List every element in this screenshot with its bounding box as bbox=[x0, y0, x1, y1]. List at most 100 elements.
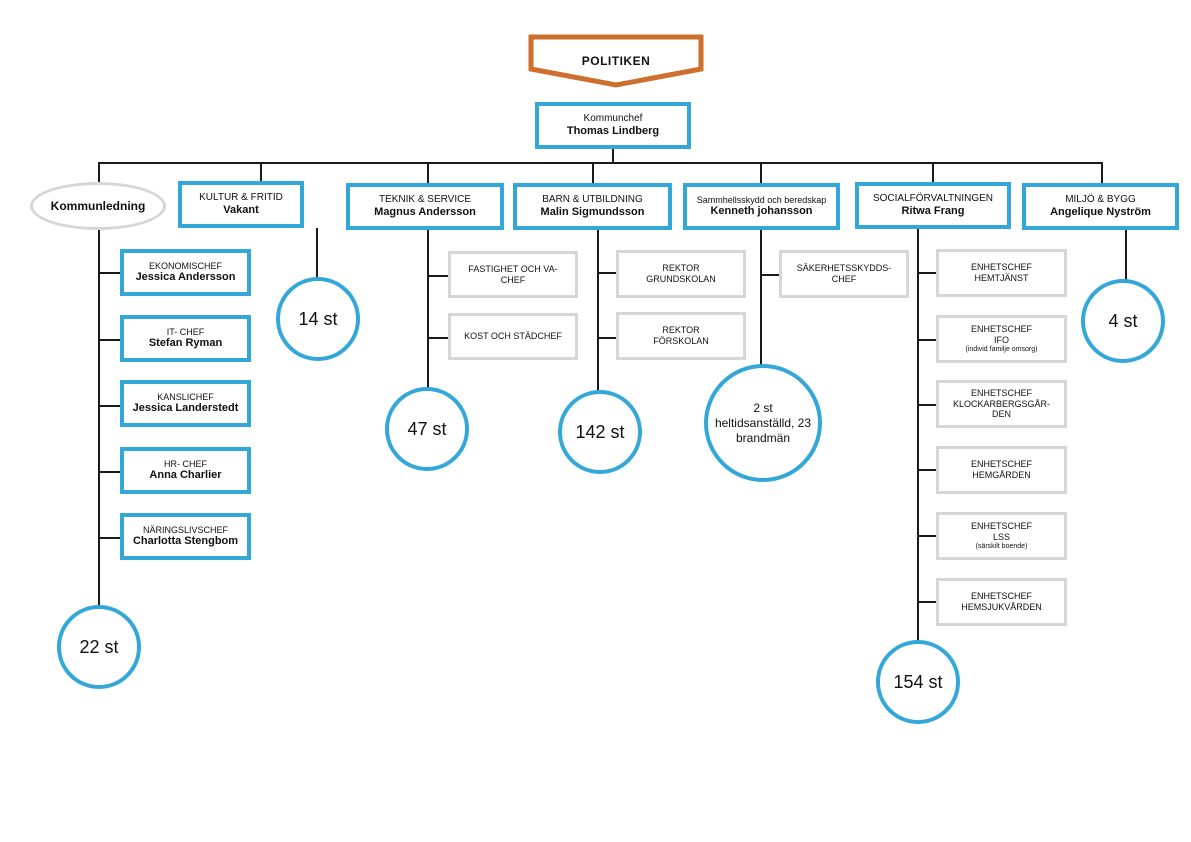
child-title: SÄKERHETSSKYDDS-CHEF bbox=[796, 263, 892, 284]
child-title: FASTIGHET OCH VA-CHEF bbox=[468, 263, 558, 285]
kultur-count-circle: 14 st bbox=[276, 277, 360, 361]
it-chef-box: IT- CHEF Stefan Ryman bbox=[120, 315, 251, 362]
connector bbox=[427, 229, 429, 388]
child-name: Charlotta Stengbom bbox=[132, 535, 239, 548]
child-subtitle: HEMGÅRDEN bbox=[972, 470, 1031, 480]
fastighet-va-chef-box: FASTIGHET OCH VA-CHEF bbox=[448, 251, 578, 298]
politiken-banner bbox=[528, 34, 704, 88]
child-title: ENHETSCHEF bbox=[970, 459, 1032, 470]
connector bbox=[760, 229, 762, 365]
barn-title: BARN & UTBILDNING bbox=[542, 193, 643, 205]
connector bbox=[917, 469, 936, 471]
kommunledning-oval: Kommunledning bbox=[30, 182, 166, 230]
connector bbox=[98, 405, 120, 407]
connector bbox=[1125, 229, 1127, 280]
kultur-box: KULTUR & FRITID Vakant bbox=[178, 181, 304, 228]
connector bbox=[917, 404, 936, 406]
count-label: 22 st bbox=[79, 636, 119, 657]
connector bbox=[98, 339, 120, 341]
connector bbox=[98, 162, 1103, 164]
miljo-count-circle: 4 st bbox=[1081, 279, 1165, 363]
social-title: SOCIALFÖRVALTNINGEN bbox=[872, 192, 994, 204]
connector bbox=[597, 229, 599, 391]
kommunledning-count-circle: 22 st bbox=[57, 605, 141, 689]
kommunchef-name: Thomas Lindberg bbox=[566, 124, 660, 137]
rektor-forskolan-box: REKTOR FÖRSKOLAN bbox=[616, 312, 746, 360]
connector bbox=[98, 272, 120, 274]
rektor-grundskolan-box: REKTOR GRUNDSKOLAN bbox=[616, 250, 746, 298]
samhalle-box: Sammhellsskydd och beredskap Kenneth joh… bbox=[683, 183, 840, 230]
child-title: ENHETSCHEF bbox=[970, 591, 1032, 602]
child-title: HR- CHEF bbox=[164, 458, 207, 469]
connector bbox=[597, 272, 616, 274]
kanslichef-box: KANSLICHEF Jessica Landerstedt bbox=[120, 380, 251, 427]
child-subtitle: LSS bbox=[992, 531, 1010, 542]
connector bbox=[917, 601, 936, 603]
child-subtitle: IFO bbox=[994, 334, 1009, 345]
enhetschef-ifo-box: ENHETSCHEF IFO (individ familje omsorg) bbox=[936, 315, 1067, 363]
enhetschef-hemtjanst-box: ENHETSCHEF HEMTJÄNST bbox=[936, 249, 1067, 297]
child-title: IT- CHEF bbox=[166, 326, 205, 337]
connector bbox=[260, 162, 262, 182]
connector bbox=[917, 272, 936, 274]
connector bbox=[98, 471, 120, 473]
child-title: NÄRINGSLIVSCHEF bbox=[142, 524, 229, 535]
child-title: REKTOR bbox=[662, 263, 700, 274]
connector bbox=[760, 162, 762, 183]
connector bbox=[612, 148, 614, 163]
child-subtitle: HEMSJUKVÅRDEN bbox=[961, 602, 1042, 612]
miljo-box: MILJÖ & BYGG Angelique Nyström bbox=[1022, 183, 1179, 230]
barn-name: Malin Sigmundsson bbox=[540, 205, 645, 218]
connector bbox=[427, 275, 448, 277]
enhetschef-hemsjukvarden-box: ENHETSCHEF HEMSJUKVÅRDEN bbox=[936, 578, 1067, 626]
child-name: Stefan Ryman bbox=[148, 337, 223, 350]
connector bbox=[917, 229, 919, 641]
kultur-title: KULTUR & FRITID bbox=[199, 191, 283, 203]
count-label: 14 st bbox=[298, 308, 338, 329]
naringslivschef-box: NÄRINGSLIVSCHEF Charlotta Stengbom bbox=[120, 513, 251, 560]
ekonomischef-box: EKONOMISCHEF Jessica Andersson bbox=[120, 249, 251, 296]
count-label: 154 st bbox=[893, 671, 943, 692]
barn-box: BARN & UTBILDNING Malin Sigmundsson bbox=[513, 183, 672, 230]
politiken-label: POLITIKEN bbox=[581, 54, 651, 68]
samhalle-title: Sammhellsskydd och beredskap bbox=[696, 194, 827, 205]
connector bbox=[760, 274, 779, 276]
child-title: REKTOR bbox=[662, 325, 700, 336]
child-title: EKONOMISCHEF bbox=[148, 260, 222, 271]
child-subtitle: HEMTJÄNST bbox=[974, 273, 1029, 283]
count-label: 4 st bbox=[1108, 310, 1138, 331]
child-title: ENHETSCHEF bbox=[970, 262, 1032, 273]
barn-count-circle: 142 st bbox=[558, 390, 642, 474]
connector bbox=[316, 228, 318, 278]
kost-stadchef-box: KOST OCH STÄDCHEF bbox=[448, 313, 578, 360]
child-name: Jessica Andersson bbox=[135, 271, 236, 284]
child-subtitle: KLOCKARBERGSGÅR-DEN bbox=[952, 398, 1051, 420]
sakerhetsskyddschef-box: SÄKERHETSSKYDDS-CHEF bbox=[779, 250, 909, 298]
enhetschef-klockarbergsgarden-box: ENHETSCHEF KLOCKARBERGSGÅR-DEN bbox=[936, 380, 1067, 428]
child-note: (särskilt boende) bbox=[975, 542, 1028, 550]
kommunledning-label: Kommunledning bbox=[50, 199, 146, 213]
connector bbox=[917, 339, 936, 341]
connector bbox=[1101, 162, 1103, 183]
kommunchef-title: Kommunchef bbox=[583, 112, 643, 124]
miljo-name: Angelique Nyström bbox=[1050, 205, 1151, 218]
social-name: Ritwa Frang bbox=[901, 204, 965, 217]
child-subtitle: FÖRSKOLAN bbox=[653, 336, 709, 346]
child-subtitle: GRUNDSKOLAN bbox=[646, 274, 716, 284]
child-note: (individ familje omsorg) bbox=[965, 345, 1038, 353]
kultur-name: Vakant bbox=[223, 203, 259, 216]
teknik-name: Magnus Andersson bbox=[374, 205, 476, 218]
child-name: Anna Charlier bbox=[149, 469, 222, 482]
teknik-box: TEKNIK & SERVICE Magnus Andersson bbox=[346, 183, 504, 230]
miljo-title: MILJÖ & BYGG bbox=[1065, 193, 1136, 205]
connector bbox=[592, 162, 594, 183]
child-title: KANSLICHEF bbox=[157, 391, 214, 402]
samhalle-count-circle: 2 st heltidsanställd, 23 brandmän bbox=[704, 364, 822, 482]
child-title: ENHETSCHEF bbox=[970, 521, 1032, 531]
count-label: 142 st bbox=[575, 421, 625, 442]
count-label: 2 st heltidsanställd, 23 brandmän bbox=[714, 400, 812, 445]
social-box: SOCIALFÖRVALTNINGEN Ritwa Frang bbox=[855, 182, 1011, 229]
child-name: Jessica Landerstedt bbox=[132, 402, 239, 415]
social-count-circle: 154 st bbox=[876, 640, 960, 724]
connector bbox=[597, 337, 616, 339]
